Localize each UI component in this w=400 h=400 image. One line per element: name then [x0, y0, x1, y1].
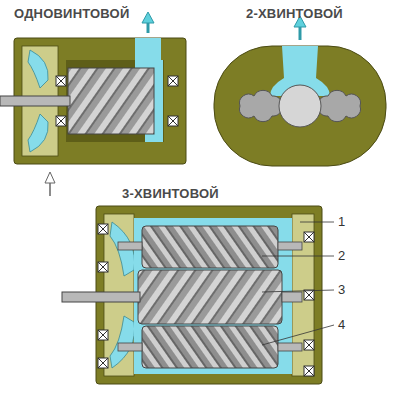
callout-number: 1 [338, 215, 345, 229]
callout-number: 2 [338, 249, 345, 263]
leader-lines [262, 222, 334, 345]
pump-type-heading: 3-ХВИНТОВОЙ [122, 187, 219, 201]
callout-number: 3 [338, 283, 345, 297]
pump-type-heading: ОДНОВИНТОВОЙ [14, 7, 129, 21]
pump-type-heading: 2-ХВИНТОВОЙ [246, 7, 343, 21]
single-screw-pump [0, 12, 186, 196]
callout-number: 4 [338, 318, 345, 332]
twin-screw-section [214, 16, 386, 166]
triple-screw-pump [62, 206, 322, 384]
